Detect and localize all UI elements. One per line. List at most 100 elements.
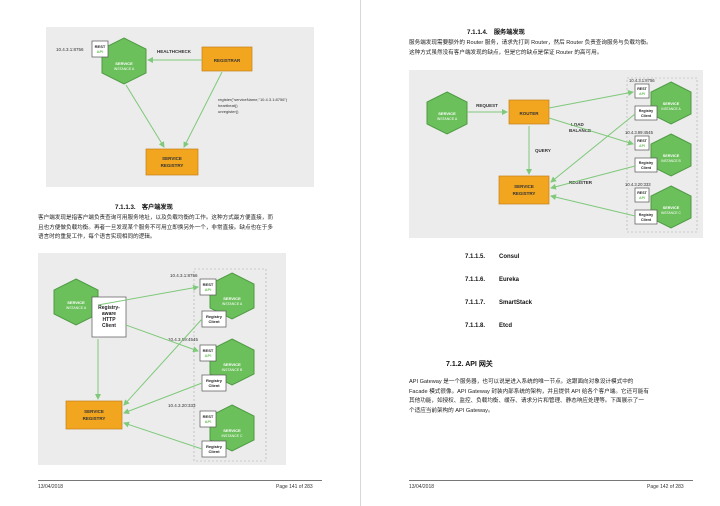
registrar-box: [201, 46, 253, 72]
instance-c-register-arrow: [550, 194, 636, 217]
instance-b-title: SERVICE: [663, 154, 680, 158]
instance-b-rest-api: [199, 344, 217, 362]
para-line-2: 且也方便做负载均衡。再者一旦发现某个服务不可用立即换另外一个，非常直接。缺点也在…: [38, 224, 273, 231]
instance-c-title: SERVICE: [663, 206, 680, 210]
registry-subtitle: REGISTRY: [513, 191, 536, 196]
instance-b-api: API: [205, 353, 212, 358]
instance-b-rest: REST: [637, 139, 647, 143]
instance-c-hex: [650, 185, 692, 229]
instance-a-registry-client: [634, 105, 658, 121]
instance-b-register-arrow: [550, 165, 636, 190]
right-footer-date: 13/04/2018: [409, 484, 435, 490]
para-line-1: 服务端发现需要额外的 Router 服务，请求先打到 Router，然后 Rou…: [409, 40, 652, 46]
instance-a-rest: REST: [637, 87, 647, 91]
server-side-discovery-diagram: SERVICE INSTANCE A ROUTER REQUEST SERVIC…: [426, 77, 698, 233]
service-registry-box: [498, 175, 550, 205]
section-heading-server-discovery: 7.1.1.4. 服务端发现: [467, 29, 525, 36]
aware-client-line-4: Client: [102, 323, 116, 329]
router-box: [508, 99, 550, 125]
ip-c: 10.4.3.20:333: [625, 182, 651, 187]
toc-item-etcd[interactable]: 7.1.1.8. Etcd: [465, 323, 512, 329]
healthcheck-label: HEALTHCHECK: [157, 49, 192, 54]
figure-server-side-discovery: SERVICE INSTANCE A ROUTER REQUEST SERVIC…: [409, 70, 703, 238]
client-service-title: SERVICE: [67, 300, 85, 305]
registry-subtitle: REGISTRY: [83, 416, 106, 421]
toc-item-smartstack[interactable]: 7.1.1.7.SmartStack: [465, 300, 532, 306]
toc-item-consul[interactable]: 7.1.1.5.Consul: [465, 254, 519, 260]
ip-c: 10.4.3.20:333: [168, 403, 196, 408]
instance-c-subtitle: INSTANCE C: [661, 211, 681, 215]
instances-group-border: [193, 268, 267, 462]
instance-a-api: API: [205, 287, 212, 292]
registrar-label: REGISTRAR: [214, 58, 241, 63]
router-to-instance-b-arrow: [548, 117, 634, 146]
self-registration-diagram: 10.4.3.1:8756 SERVICE INSTANCE A REST AP…: [56, 37, 288, 176]
para-line-1: 客户端发现是指客户端负责查询可用服务地址，以及负载均衡的工作。这种方式最方便直接…: [38, 215, 273, 221]
instance-c-api: API: [205, 419, 212, 424]
instance-c-rc-line-1: Registry: [206, 444, 223, 449]
instance-ip-label: 10.4.3.1:8756: [56, 47, 84, 52]
instance-c-rest-api: [634, 187, 650, 203]
instance-a-title: SERVICE: [663, 102, 680, 106]
toc-item-eureka[interactable]: 7.1.1.6.Eureka: [465, 277, 519, 283]
ip-a: 10.4.3.1:8756: [170, 273, 198, 278]
para-line-1: API Gateway 是一个服务器，也可以说是进入系统的唯一节点。这跟面向对象…: [409, 379, 634, 385]
aware-client-line-1: Registry-: [98, 305, 120, 311]
toc-num: 7.1.1.8.: [465, 323, 486, 329]
para-line-2: Facade 模式很像。API Gateway 封装内部系统的架构，并且提供 A…: [409, 388, 649, 395]
api-gateway-paragraph: API Gateway 是一个服务器，也可以说是进入系统的唯一节点。这跟面向对象…: [409, 378, 709, 416]
instance-c-subtitle: INSTANCE C: [222, 434, 243, 438]
call-register: register("serviceName,"10.4.3.1:8756"): [218, 97, 288, 102]
instance-a-title: SERVICE: [115, 61, 133, 66]
instance-c-rest: REST: [203, 414, 214, 419]
instance-a-rc-line-1: Registry: [639, 109, 653, 113]
server-discovery-paragraph: 服务端发现需要额外的 Router 服务，请求先打到 Router，然后 Rou…: [409, 39, 709, 58]
instance-c-register-arrow: [123, 421, 203, 450]
query-label: QUERY: [535, 148, 551, 153]
client-service-subtitle: INSTANCE A: [66, 306, 87, 310]
para-line-3: 其他功能，如授权、监控、负载均衡、缓存、请求分片和管理、静态响应处理等。下面展示…: [409, 398, 644, 405]
instance-a-api: API: [639, 92, 645, 96]
instance-b-hex: [650, 133, 692, 177]
instance-b-subtitle: INSTANCE B: [222, 368, 243, 372]
instance-a-subtitle: INSTANCE A: [222, 302, 243, 306]
instance-a-rest-api: [199, 278, 217, 296]
instance-a-rc-line-2: Client: [208, 319, 220, 324]
right-page: 7.1.1.4. 服务端发现 服务端发现需要额外的 Router 服务，请求先打…: [361, 0, 720, 506]
page-divider: [360, 0, 361, 506]
client-to-instance-b-arrow: [125, 324, 199, 353]
ip-a: 10.4.3.1:8756: [629, 78, 655, 83]
instance-b-rc-line-2: Client: [208, 383, 220, 388]
api-label: API: [97, 49, 104, 54]
toc-num: 7.1.1.7.: [465, 300, 486, 306]
client-service-title: SERVICE: [438, 111, 456, 116]
client-side-discovery-diagram: SERVICE INSTANCE A Registry- aware HTTP …: [53, 268, 267, 462]
registrar-to-registry-arrow: [183, 71, 223, 148]
instance-a-rc-line-1: Registry: [206, 314, 223, 319]
para-line-3: 语言时的重复工作，每个语言实现相同的逻辑。: [38, 234, 156, 241]
instance-b-title: SERVICE: [223, 362, 241, 367]
left-footer-rule: [38, 480, 322, 481]
instance-c-rc-line-1: Registry: [639, 213, 653, 217]
instance-a-subtitle: INSTANCE A: [114, 67, 135, 71]
instance-a-rest: REST: [203, 282, 214, 287]
instance-c-title: SERVICE: [223, 428, 241, 433]
router-to-instance-a-arrow: [548, 89, 634, 109]
instance-b-api: API: [639, 144, 645, 148]
toc-title: Consul: [499, 254, 520, 260]
section-heading-api-gateway: 7.1.2. API 网关: [446, 361, 493, 368]
instance-c-rc-line-2: Client: [208, 449, 220, 454]
client-discovery-paragraph: 客户端发现是指客户端负责查询可用服务地址，以及负载均衡的工作。这种方式最方便直接…: [38, 214, 328, 243]
instance-b-rc-line-1: Registry: [639, 161, 653, 165]
toc-title: Etcd: [499, 323, 513, 329]
call-heartbeat: heartbeat(): [218, 103, 238, 108]
instance-b-rc-line-2: Client: [641, 166, 652, 170]
instance-b-rest: REST: [203, 348, 214, 353]
instance-b-rc-line-1: Registry: [206, 378, 223, 383]
rest-api-box: [91, 40, 109, 58]
service-registry-box: [145, 148, 199, 176]
instance-a-hex: [650, 81, 692, 125]
left-page: 10.4.3.1:8756 SERVICE INSTANCE A REST AP…: [38, 27, 328, 490]
registry-subtitle: REGISTRY: [161, 163, 184, 168]
instance-a-register-arrow: [550, 113, 636, 183]
